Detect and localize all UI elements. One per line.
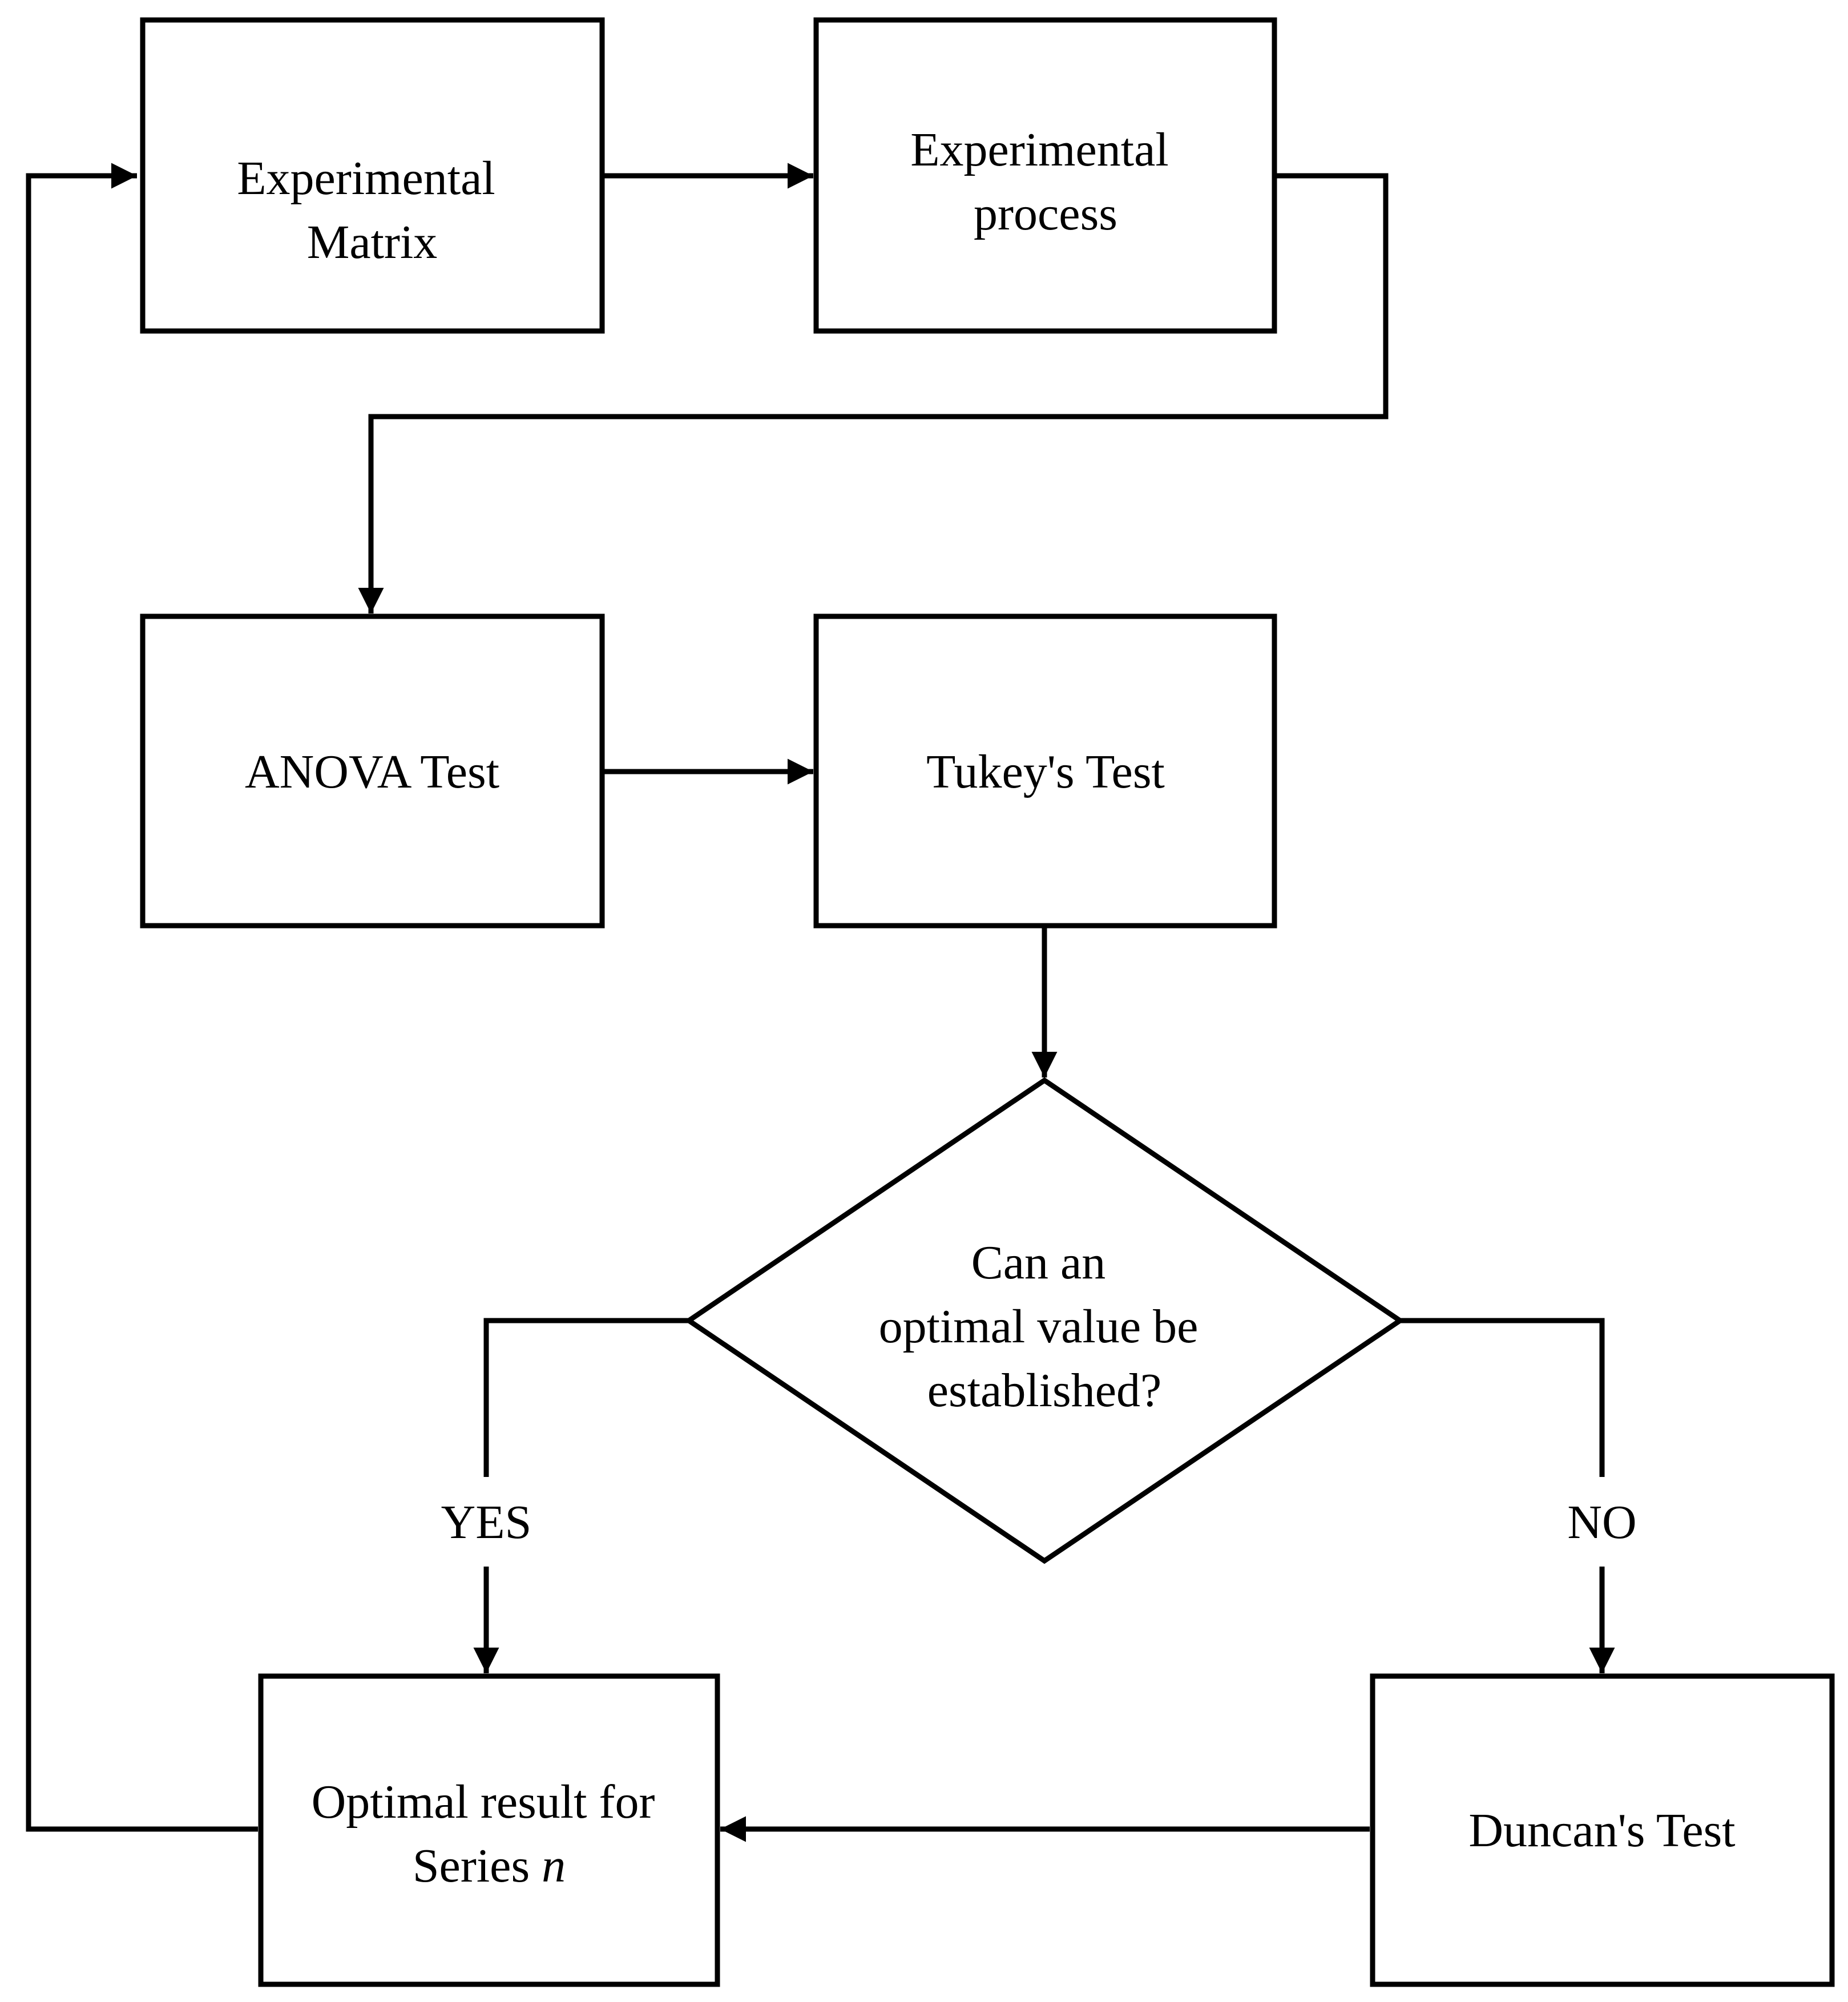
node-experimental-process: Experimental process <box>813 17 1277 334</box>
experimental-matrix-line1: Experimental <box>237 152 495 205</box>
experimental-process-line2: process <box>974 187 1117 240</box>
svg-text:Optimal result for Serie: Optimal result for Series n <box>312 1775 667 1892</box>
experimental-process-box <box>813 17 1277 334</box>
duncans-test-box <box>1370 1673 1835 1987</box>
decision-diamond <box>684 1077 1405 1564</box>
optimal-result-line2-prefix: Series <box>413 1839 542 1892</box>
decision-line2: optimal value be <box>879 1300 1199 1353</box>
anova-test-box <box>140 613 605 929</box>
arrow-decision-no-upper <box>1400 1318 1605 1477</box>
node-decision: Can an optimal value be established? <box>684 1077 1405 1564</box>
duncans-test-label: Duncan's Test <box>1468 1804 1735 1857</box>
arrow-optimal-to-matrix <box>26 163 258 1832</box>
no-label: NO <box>1567 1496 1636 1549</box>
node-experimental-matrix: Experimental Matrix <box>140 17 605 334</box>
arrow-process-to-anova <box>358 173 1389 613</box>
tukeys-test-label: Tukey's Test <box>926 745 1165 798</box>
experimental-matrix-box <box>140 17 605 334</box>
node-tukeys-test: Tukey's Test <box>813 613 1277 929</box>
svg-text:Experimental process: Experimental process <box>910 123 1180 240</box>
node-duncans-test: Duncan's Test <box>1370 1673 1835 1987</box>
optimal-result-box <box>258 1673 720 1987</box>
node-optimal-result: Optimal result for Series n <box>258 1673 720 1987</box>
yes-label: YES <box>441 1496 532 1549</box>
decision-line1: Can an <box>971 1236 1106 1289</box>
node-anova-test: ANOVA Test <box>140 613 605 929</box>
tukeys-test-box <box>813 613 1277 929</box>
anova-test-label: ANOVA Test <box>245 745 499 798</box>
experimental-process-line1: Experimental <box>910 123 1168 176</box>
arrow-decision-yes-upper <box>483 1318 689 1477</box>
connectors <box>26 163 1615 1842</box>
experimental-matrix-line2: Matrix <box>307 216 438 269</box>
decision-line3: established? <box>927 1364 1162 1417</box>
svg-text:Experimental Matrix: Experimental Matrix <box>237 152 507 269</box>
optimal-result-line2-var: n <box>542 1839 566 1892</box>
svg-text:Can an optimal value be: Can an optimal value be established? <box>879 1236 1211 1417</box>
optimal-result-line1: Optimal result for <box>312 1775 655 1829</box>
